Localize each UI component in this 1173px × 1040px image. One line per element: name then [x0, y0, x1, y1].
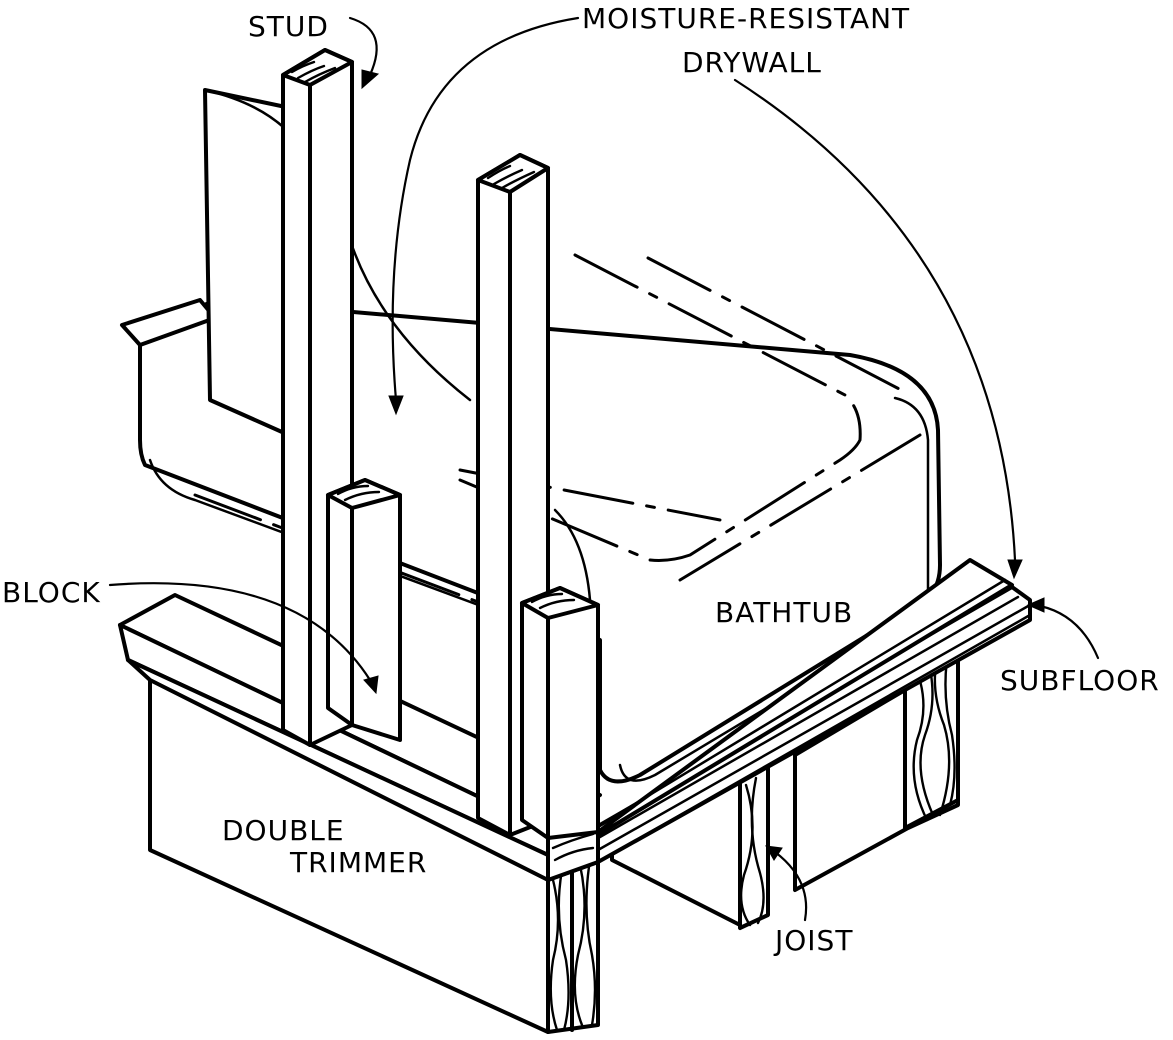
block-leader [108, 582, 379, 695]
block-right [520, 586, 600, 840]
drywall-label-line2: DRYWALL [682, 46, 822, 79]
double-trimmer [148, 663, 600, 1034]
joist-leader [765, 845, 808, 922]
subfloor-label: SUBFLOOR [1000, 664, 1160, 697]
subfloor [546, 558, 1032, 882]
joist-label: JOIST [773, 924, 853, 957]
block-label: BLOCK [2, 576, 101, 609]
double-trimmer-label-line1: DOUBLE [222, 814, 345, 847]
block-left [326, 478, 402, 742]
bathtub-label: BATHTUB [715, 596, 853, 629]
stud-leader [348, 16, 380, 90]
drywall-leader-right [733, 78, 1023, 580]
double-trimmer-label-line2: TRIMMER [289, 846, 427, 879]
stud-label: STUD [248, 10, 329, 43]
drywall-leader-left [388, 16, 580, 416]
subfloor-leader [1026, 597, 1100, 660]
joist-back [793, 623, 960, 892]
drywall-label-line1: MOISTURE-RESISTANT [582, 2, 910, 35]
